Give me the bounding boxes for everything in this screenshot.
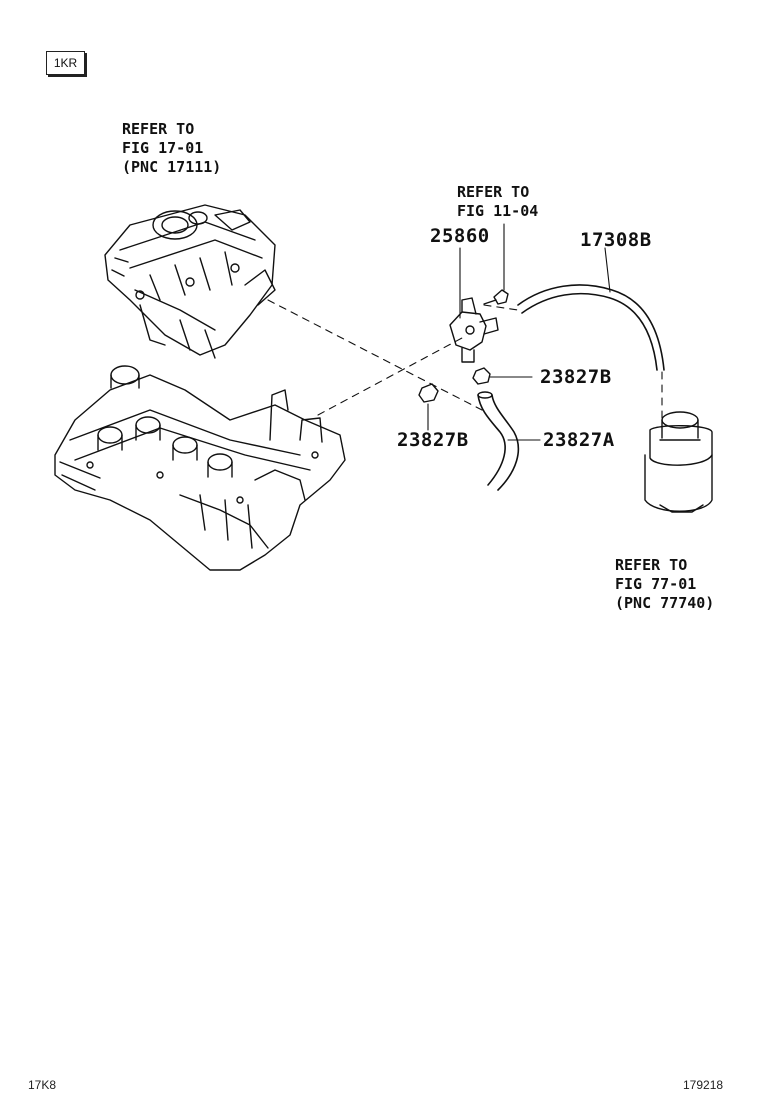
part-number-small-hose: 23827A: [543, 429, 615, 451]
intake-manifold-drawing: [104, 204, 276, 359]
dashed-connections: [267, 299, 663, 421]
valve-refer-line-2: FIG 11-04: [457, 202, 539, 220]
footer-left-code: 17K8: [28, 1078, 57, 1092]
part-number-clamp-left: 23827B: [397, 429, 469, 451]
small-hose-drawing: [477, 391, 520, 491]
vsv-valve-drawing: [449, 297, 499, 363]
canister-refer-line-2: FIG 77-01: [615, 575, 697, 593]
footer-right-code: 179218: [683, 1078, 724, 1092]
charcoal-canister-drawing: [644, 411, 713, 513]
part-number-clamp-right: 23827B: [540, 366, 612, 388]
cylinder-head-drawing: [54, 365, 346, 571]
leader-lines: [427, 223, 611, 441]
clamp-right-drawing: [472, 367, 491, 385]
manifold-refer-line-2: FIG 17-01: [122, 139, 204, 157]
engine-code-badge: 1KR: [46, 51, 85, 75]
bolt-drawing: [483, 289, 509, 305]
valve-refer-line-1: REFER TO: [457, 183, 530, 201]
part-number-main-hose: 17308B: [580, 229, 652, 251]
main-hose-drawing: [517, 284, 665, 371]
manifold-refer-line-3: (PNC 17111): [122, 158, 222, 176]
canister-refer-line-3: (PNC 77740): [615, 594, 715, 612]
canister-refer-line-1: REFER TO: [615, 556, 688, 574]
clamp-left-drawing: [418, 383, 439, 403]
part-number-vsv: 25860: [430, 225, 490, 247]
manifold-refer-line-1: REFER TO: [122, 120, 195, 138]
